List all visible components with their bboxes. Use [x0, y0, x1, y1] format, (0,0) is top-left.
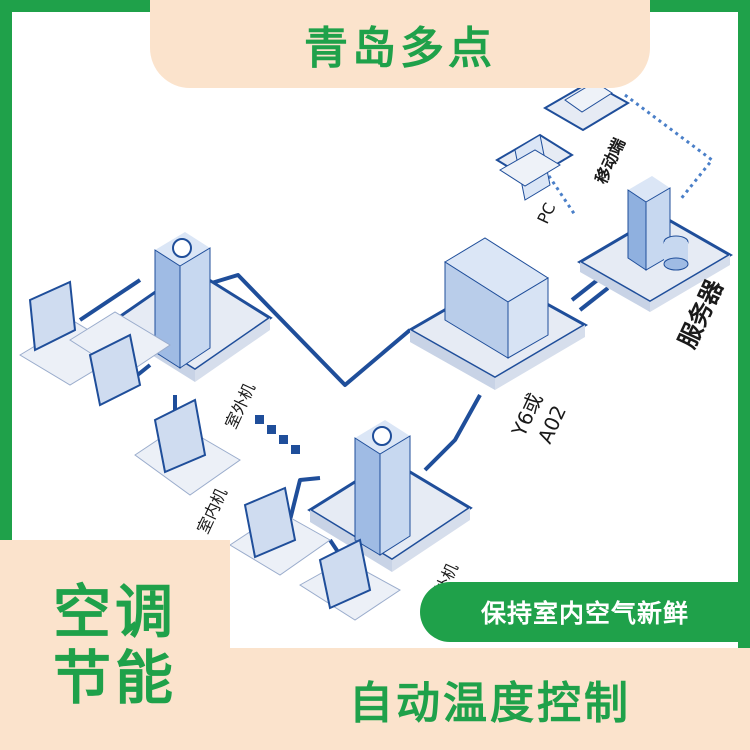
auto-temp-text: 自动温度控制: [349, 678, 631, 729]
wire-outdoor1-to-indoor1: [78, 278, 142, 322]
wire-outdoor2-to-indoor1: [288, 476, 321, 521]
dotted-link-pc-server: [543, 169, 577, 216]
energy-saving-box: 空调 节能: [0, 540, 230, 750]
label-indoor: 室内机: [193, 485, 231, 537]
indoor-unit: [19, 280, 401, 621]
wire-controller-to-server-b: [578, 286, 610, 312]
wire-controller-to-server-a: [570, 276, 602, 302]
controller-device: [406, 237, 589, 390]
dotted-link-mobile-server: [624, 93, 715, 201]
mobile-device: [543, 80, 631, 132]
banner-title: 青岛多点: [304, 23, 496, 74]
wire-outdoor1-to-controller: [204, 273, 412, 387]
server-device: [577, 176, 733, 312]
energy-saving-line1: 空调: [52, 578, 177, 646]
more-units-ellipsis: [255, 415, 300, 454]
energy-saving-line2: 节能: [52, 644, 177, 712]
top-banner: 青岛多点: [150, 0, 650, 88]
label-mobile: 移动端: [591, 135, 629, 187]
fresh-air-band: 保持室内空气新鲜: [420, 582, 750, 642]
wire-controller-to-outdoor2: [423, 394, 482, 472]
auto-temp-band: 自动温度控制: [230, 648, 750, 750]
label-outdoor-1: 室外机: [221, 380, 259, 432]
label-pc: PC: [533, 200, 559, 227]
pc-device: [495, 133, 574, 201]
outdoor-unit-2: [307, 420, 473, 572]
fresh-air-text: 保持室内空气新鲜: [480, 599, 689, 628]
